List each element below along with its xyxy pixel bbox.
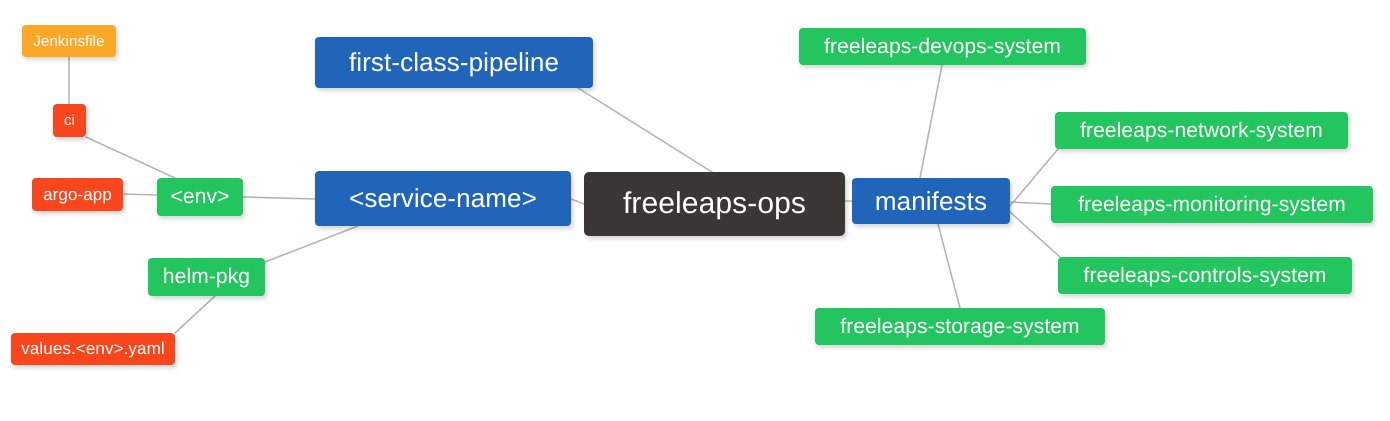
edge-helm-pkg-to-values-env-yaml	[174, 295, 216, 334]
mindmap-node-freeleaps-controls-system[interactable]: freeleaps-controls-system	[1058, 257, 1352, 294]
mindmap-node-freeleaps-ops[interactable]: freeleaps-ops	[584, 172, 845, 236]
mindmap-node-jenkinsfile[interactable]: Jenkinsfile	[22, 25, 116, 57]
mindmap-node-first-class-pipeline[interactable]: first-class-pipeline	[315, 37, 593, 88]
mindmap-node-argo-app[interactable]: argo-app	[32, 178, 123, 211]
mindmap-node-env[interactable]: <env>	[157, 178, 243, 216]
edge-env-to-ci	[85, 136, 176, 179]
edge-manifests-to-freeleaps-storage-system	[937, 223, 961, 309]
mindmap-node-freeleaps-network-system[interactable]: freeleaps-network-system	[1055, 112, 1348, 149]
edge-freeleaps-ops-to-first-class-pipeline	[577, 87, 713, 173]
edge-manifests-to-freeleaps-monitoring-system	[1009, 201, 1052, 205]
mindmap-node-freeleaps-devops-system[interactable]: freeleaps-devops-system	[799, 28, 1086, 65]
edge-service-name-to-env	[242, 196, 316, 200]
edge-env-to-argo-app	[122, 193, 158, 196]
mindmap-node-freeleaps-storage-system[interactable]: freeleaps-storage-system	[815, 308, 1105, 345]
edge-freeleaps-ops-to-service-name	[570, 198, 585, 205]
edge-service-name-to-helm-pkg	[264, 225, 359, 263]
mindmap-node-ci[interactable]: ci	[53, 104, 86, 137]
mindmap-node-helm-pkg[interactable]: helm-pkg	[148, 258, 265, 296]
mindmap-node-values-env-yaml[interactable]: values.<env>.yaml	[11, 333, 175, 365]
edge-manifests-to-freeleaps-devops-system	[919, 64, 943, 179]
mindmap-node-manifests[interactable]: manifests	[852, 178, 1010, 224]
mindmap-node-freeleaps-monitoring-system[interactable]: freeleaps-monitoring-system	[1051, 186, 1373, 223]
mindmap-node-service-name[interactable]: <service-name>	[315, 171, 571, 226]
